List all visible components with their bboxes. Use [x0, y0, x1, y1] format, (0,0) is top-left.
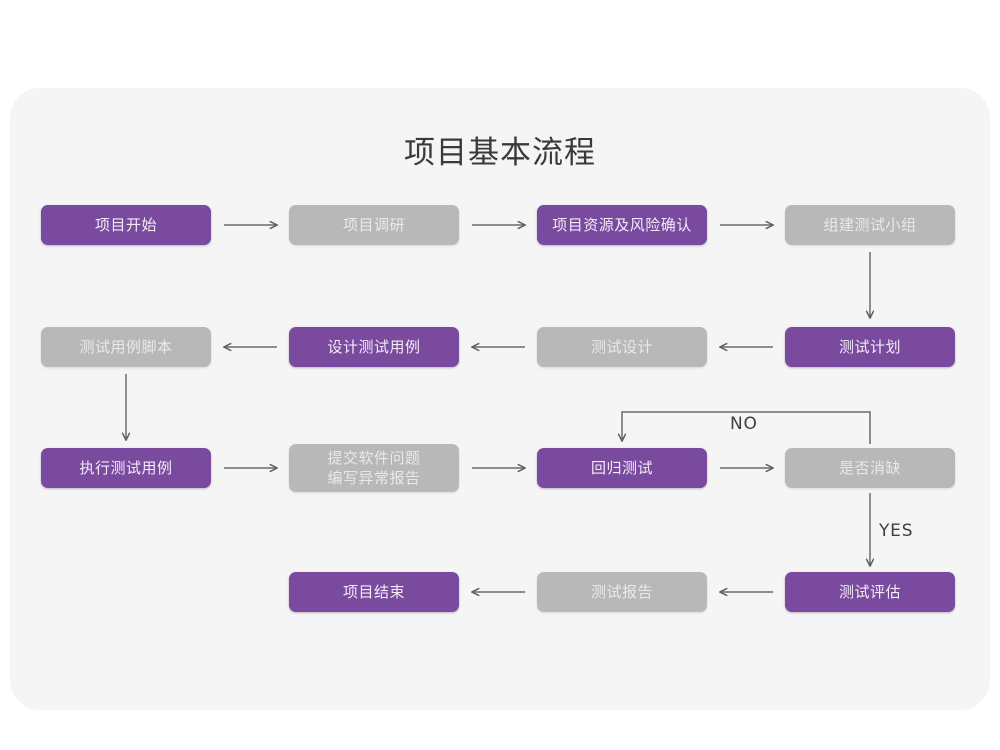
node-design-test-cases[interactable]: 设计测试用例 [289, 327, 459, 367]
node-test-report[interactable]: 测试报告 [537, 572, 707, 612]
node-test-evaluation[interactable]: 测试评估 [785, 572, 955, 612]
node-project-start[interactable]: 项目开始 [41, 205, 211, 245]
node-test-design[interactable]: 测试设计 [537, 327, 707, 367]
page-title: 项目基本流程 [404, 135, 596, 171]
edge-label-yes: YES [879, 521, 914, 541]
node-regression-test[interactable]: 回归测试 [537, 448, 707, 488]
node-project-end[interactable]: 项目结束 [289, 572, 459, 612]
node-test-case-script[interactable]: 测试用例脚本 [41, 327, 211, 367]
edge-label-no: NO [730, 414, 758, 434]
node-submit-issues-report[interactable]: 提交软件问题 编写异常报告 [289, 444, 459, 492]
node-defect-resolved[interactable]: 是否消缺 [785, 448, 955, 488]
node-resource-risk-confirm[interactable]: 项目资源及风险确认 [537, 205, 707, 245]
node-test-plan[interactable]: 测试计划 [785, 327, 955, 367]
node-project-research[interactable]: 项目调研 [289, 205, 459, 245]
node-form-test-team[interactable]: 组建测试小组 [785, 205, 955, 245]
flowchart-card [10, 88, 990, 710]
node-execute-test-cases[interactable]: 执行测试用例 [41, 448, 211, 488]
